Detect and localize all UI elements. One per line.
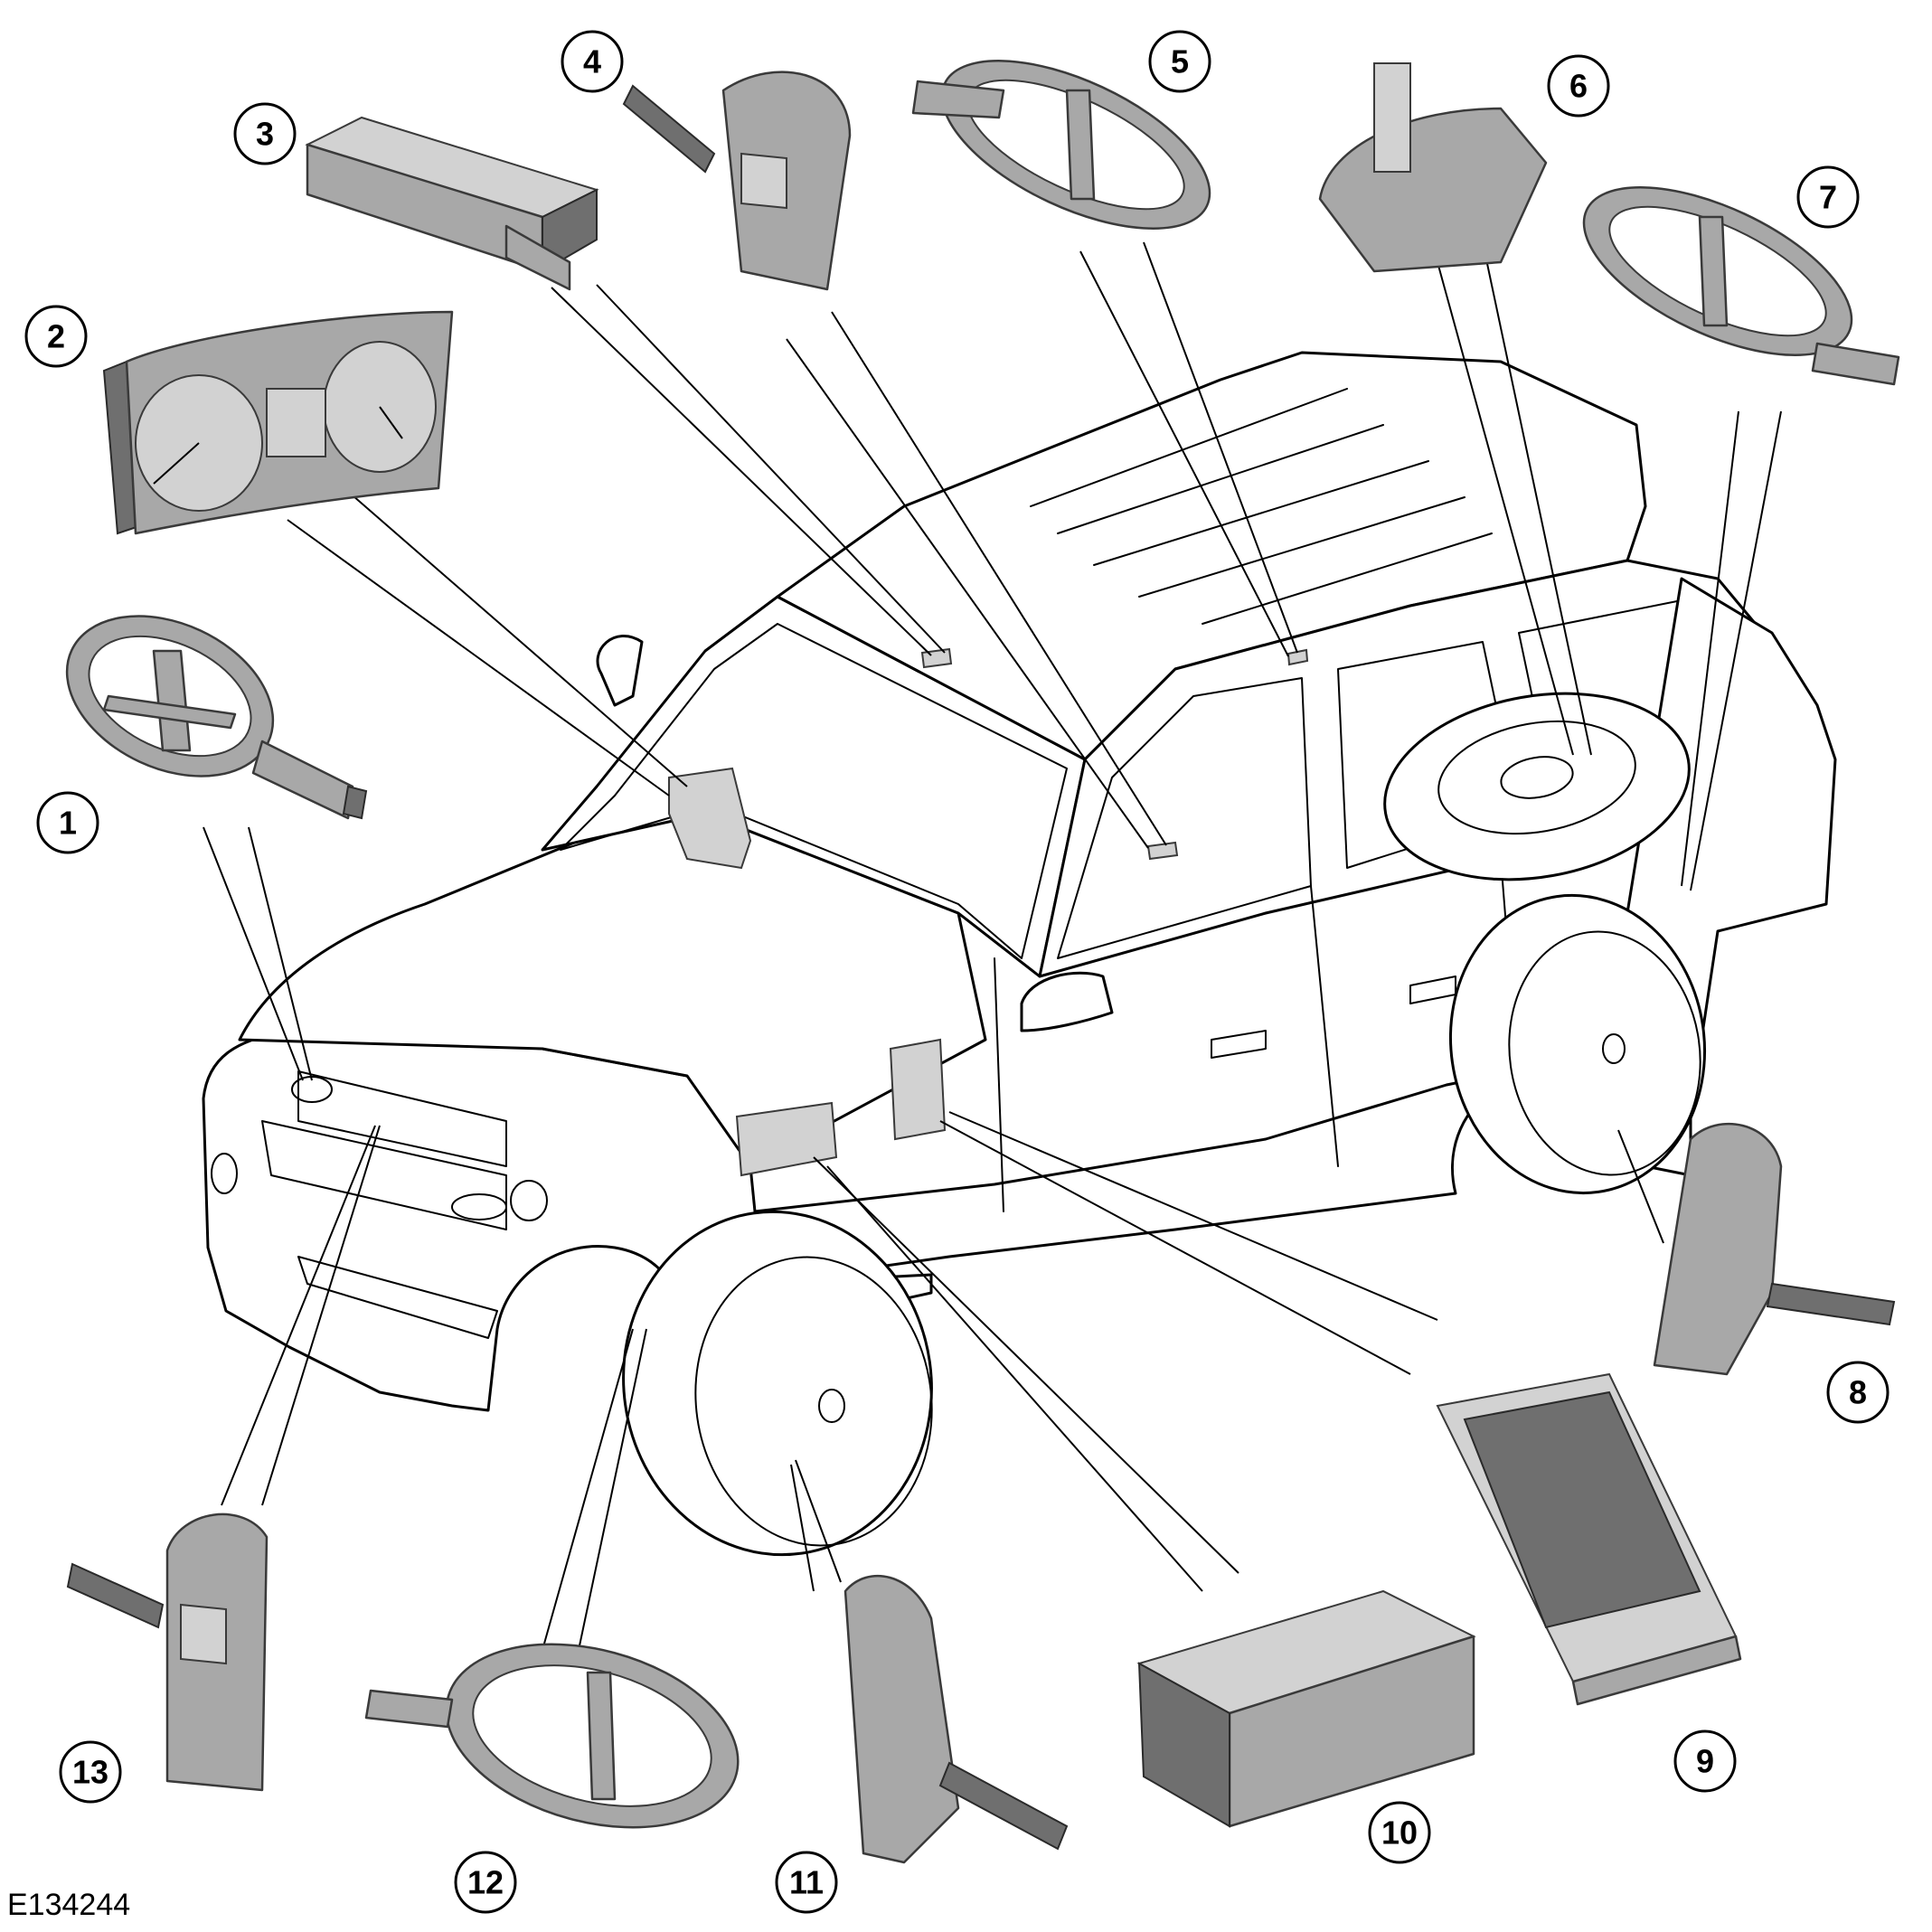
- fuse-box: [1436, 1372, 1742, 1706]
- callout-12-label: 12: [467, 1864, 504, 1901]
- callout-1-label: 1: [59, 805, 77, 842]
- figure-id-label: E134244: [7, 1888, 131, 1922]
- antenna-12: [364, 1643, 740, 1829]
- callout-4-label: 4: [583, 43, 601, 80]
- callout-1: 1: [36, 791, 99, 854]
- antenna-7: [1582, 186, 1900, 386]
- tyre-pressure-sensor-4: [622, 71, 852, 291]
- module-10: [1136, 1589, 1476, 1828]
- leader-lines: [203, 241, 1782, 1651]
- callout-9-label: 9: [1696, 1743, 1714, 1780]
- callout-9: 9: [1673, 1729, 1737, 1793]
- callout-3: 3: [233, 102, 297, 165]
- callout-2-label: 2: [47, 318, 65, 355]
- callout-4: 4: [561, 30, 624, 93]
- callout-7: 7: [1796, 165, 1860, 229]
- callout-11-label: 11: [789, 1864, 824, 1901]
- callout-11: 11: [775, 1851, 838, 1914]
- antenna-5: [911, 60, 1211, 230]
- module-3: [305, 116, 599, 291]
- callout-6-label: 6: [1569, 68, 1588, 105]
- antenna-1: [65, 615, 368, 820]
- callout-12: 12: [454, 1851, 517, 1914]
- instrument-cluster: [102, 310, 454, 535]
- tyre-pressure-sensor-13: [66, 1513, 269, 1792]
- tyre-pressure-sensor-6: [1318, 62, 1548, 273]
- callout-8-label: 8: [1849, 1374, 1867, 1411]
- callout-5-label: 5: [1171, 43, 1189, 80]
- callout-5: 5: [1148, 30, 1211, 93]
- callout-13: 13: [59, 1740, 122, 1804]
- callout-8: 8: [1826, 1361, 1890, 1424]
- tyre-pressure-sensor-8: [1653, 1122, 1896, 1376]
- callout-2: 2: [24, 305, 88, 368]
- vehicle-outline: [202, 351, 1837, 1557]
- callout-13-label: 13: [72, 1754, 108, 1791]
- tyre-pressure-sensor-11: [843, 1575, 1069, 1864]
- callout-3-label: 3: [256, 116, 274, 153]
- callout-7-label: 7: [1819, 179, 1837, 216]
- callout-6: 6: [1547, 54, 1610, 118]
- callout-10-label: 10: [1381, 1814, 1418, 1852]
- callout-10: 10: [1368, 1801, 1431, 1864]
